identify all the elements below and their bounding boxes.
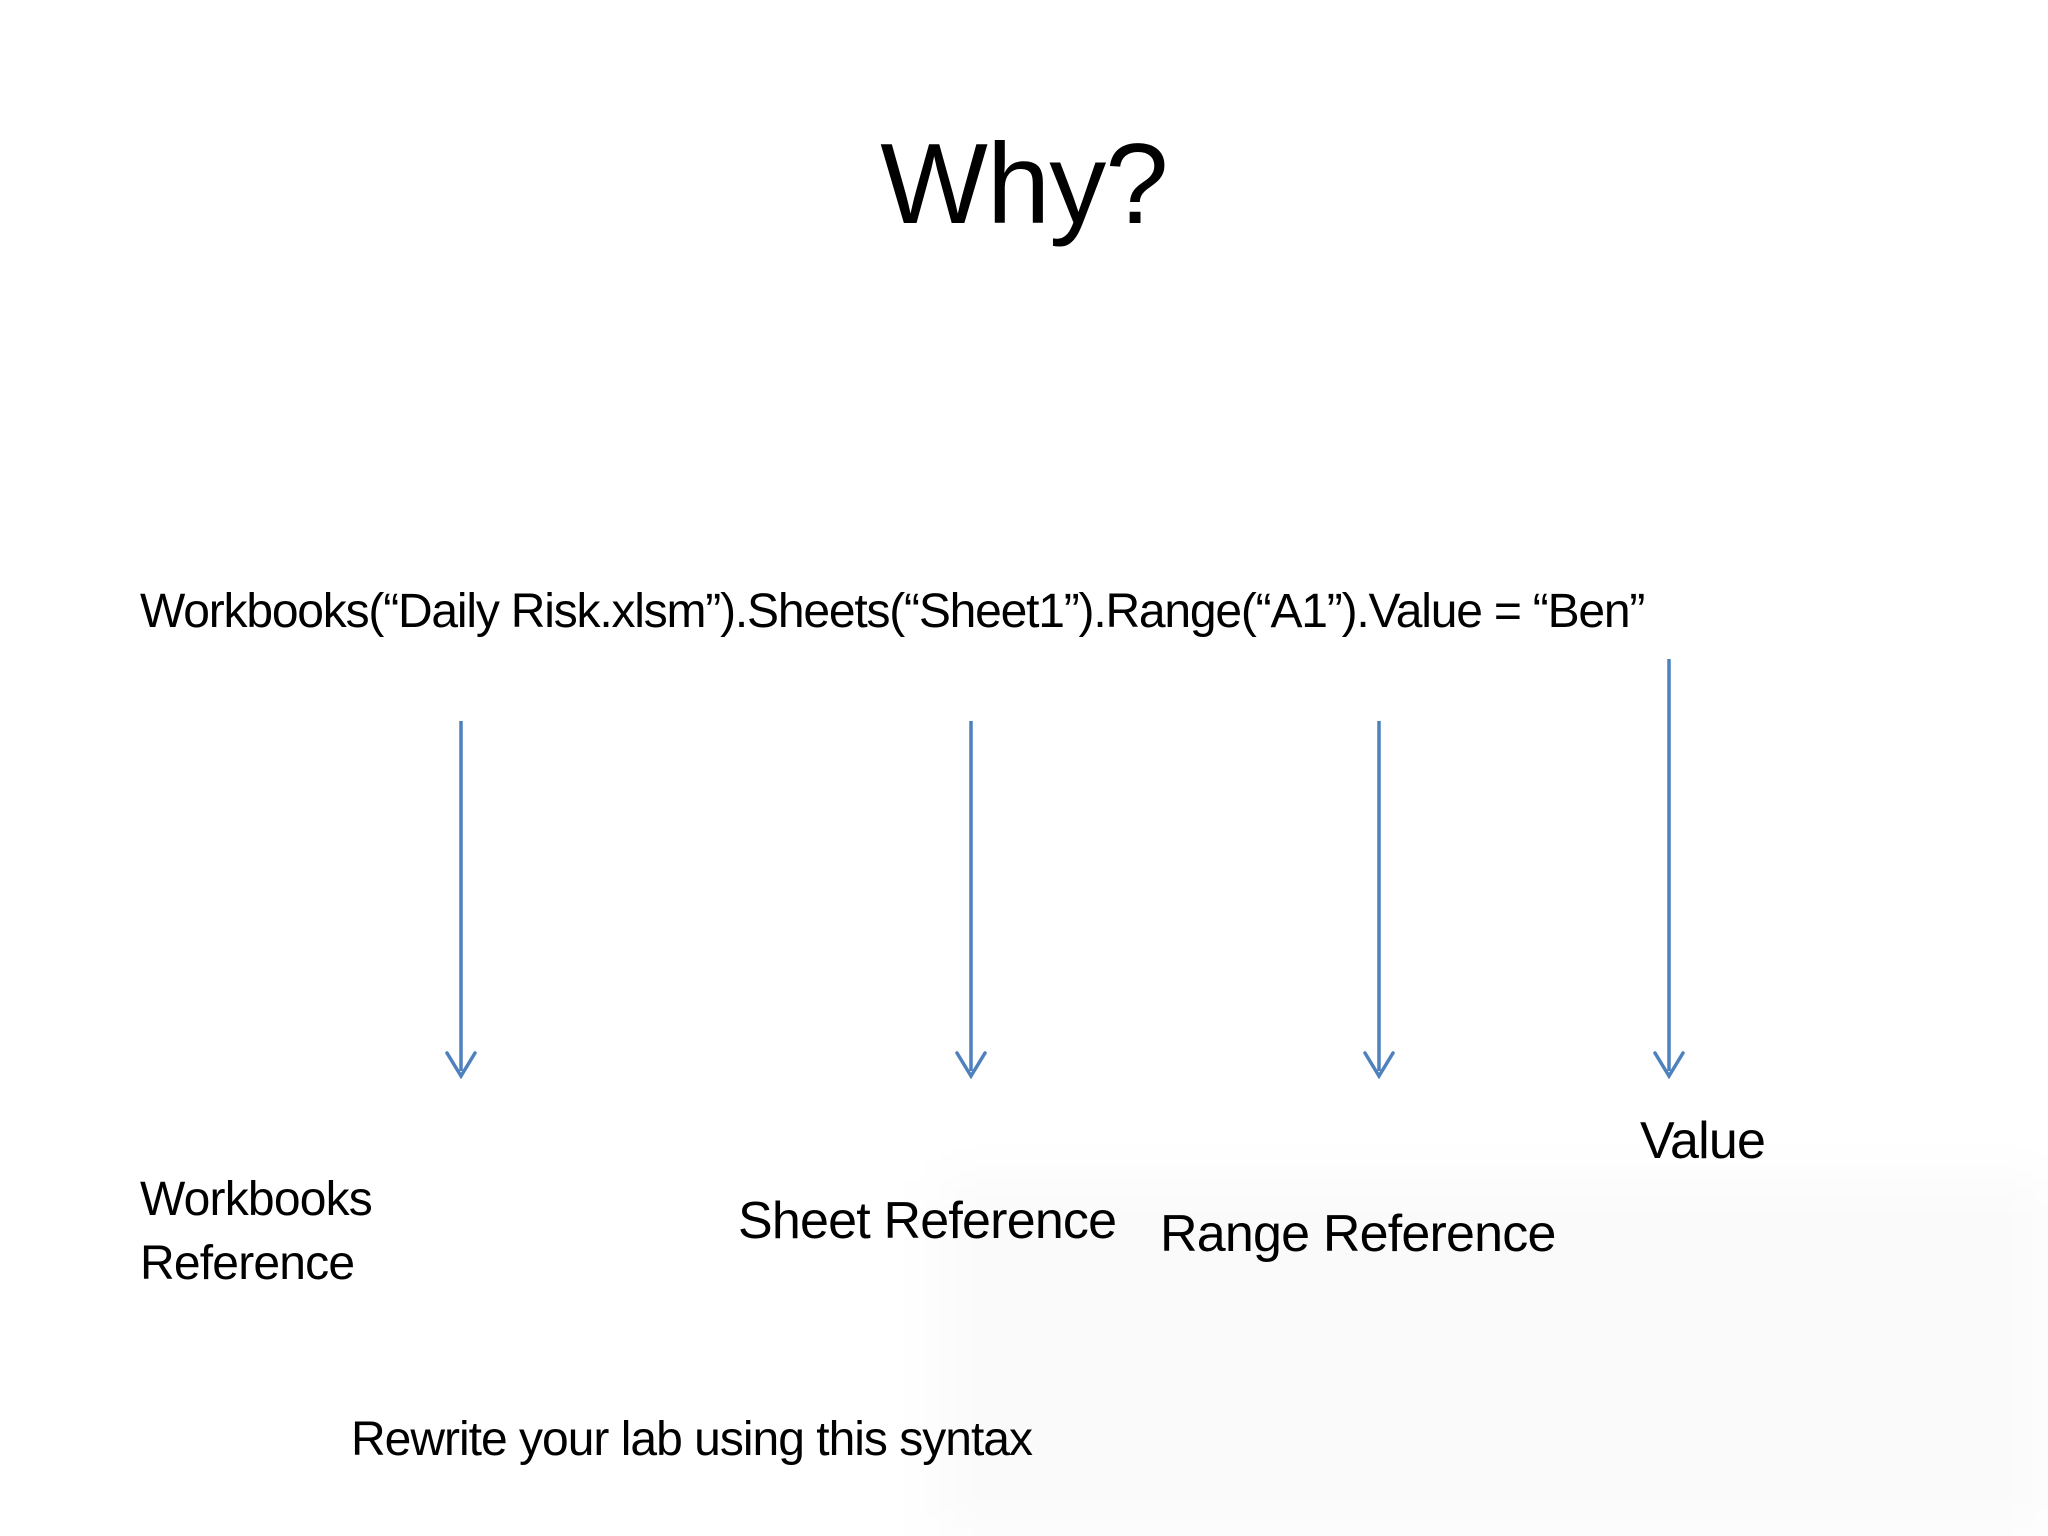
slide-title: Why? <box>880 121 1168 248</box>
label-sheet-reference: Sheet Reference <box>738 1192 1117 1250</box>
down-arrow-icon-sheet <box>951 719 991 1079</box>
vba-code-line: Workbooks(“Daily Risk.xlsm”).Sheets(“She… <box>140 585 1645 638</box>
label-value: Value <box>1640 1112 1766 1170</box>
down-arrow-icon-range <box>1359 719 1399 1079</box>
label-range-reference: Range Reference <box>1160 1205 1556 1263</box>
down-arrow-icon-value <box>1649 657 1689 1079</box>
label-workbooks-reference: Workbooks Reference <box>140 1173 373 1290</box>
footer-instruction: Rewrite your lab using this syntax <box>351 1413 1033 1466</box>
down-arrow-icon-workbooks <box>441 719 481 1079</box>
